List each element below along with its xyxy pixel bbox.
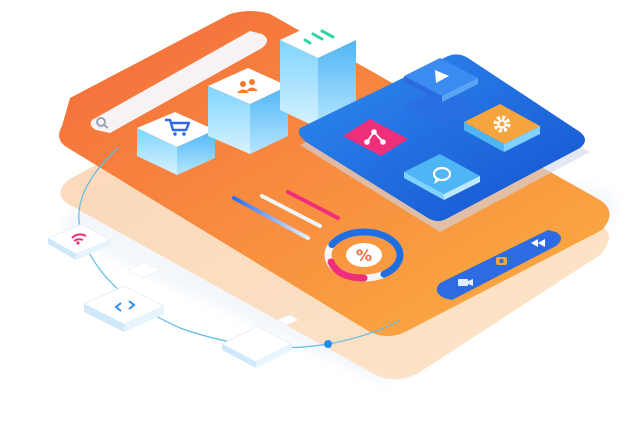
satellite-wifi[interactable] <box>46 223 112 260</box>
orbit <box>46 147 401 368</box>
play-icon <box>435 70 449 83</box>
search-icon <box>96 117 109 129</box>
cube-side-left <box>137 128 177 175</box>
shopping-cart-icon <box>165 118 191 136</box>
users-icon <box>237 79 258 93</box>
search-input[interactable] <box>90 31 268 133</box>
progress-bar-blue <box>232 196 310 240</box>
progress-bar-light <box>260 194 322 228</box>
phone-screen: % <box>59 11 610 336</box>
app-tile-settings[interactable] <box>464 104 540 152</box>
satellite-code[interactable] <box>82 285 166 332</box>
cube-side-left <box>208 86 250 154</box>
panel-body <box>298 54 585 222</box>
ring-progress-pink <box>327 258 368 282</box>
wifi-icon <box>71 233 87 245</box>
cube-cart[interactable] <box>137 112 215 175</box>
code-icon <box>114 300 136 312</box>
cube-top <box>208 68 288 104</box>
phone-body <box>59 11 610 336</box>
camera-icon[interactable] <box>496 257 507 265</box>
bar-chart-icon <box>303 29 335 45</box>
share-icon <box>364 129 386 145</box>
app-tile-chat[interactable] <box>404 154 480 200</box>
cube-users[interactable] <box>208 68 288 154</box>
ring-center <box>346 243 382 267</box>
discount-ring: % <box>324 228 404 282</box>
discount-symbol: % <box>356 246 372 265</box>
cube-side-right <box>177 130 215 175</box>
satellite-small <box>126 261 300 326</box>
app-tile-share[interactable] <box>343 119 408 156</box>
ring-progress-blue <box>328 228 404 278</box>
app-tile-play[interactable] <box>404 58 478 126</box>
progress-bar-pink <box>286 190 340 220</box>
orbit-node <box>324 340 332 348</box>
satellite-blank[interactable] <box>220 325 294 368</box>
video-camera-icon[interactable] <box>458 279 473 286</box>
progress-bars <box>232 190 340 240</box>
cube-side-left <box>280 40 318 128</box>
media-toolbar <box>436 230 561 300</box>
orbit-line <box>78 147 401 349</box>
chat-bubble-icon <box>432 166 452 184</box>
rewind-icon[interactable] <box>531 239 545 247</box>
cube-chart[interactable] <box>280 22 356 128</box>
cube-side-right <box>250 86 288 154</box>
search-bar[interactable] <box>90 31 268 133</box>
gear-icon <box>493 115 511 133</box>
app-grid-panel <box>298 54 590 232</box>
